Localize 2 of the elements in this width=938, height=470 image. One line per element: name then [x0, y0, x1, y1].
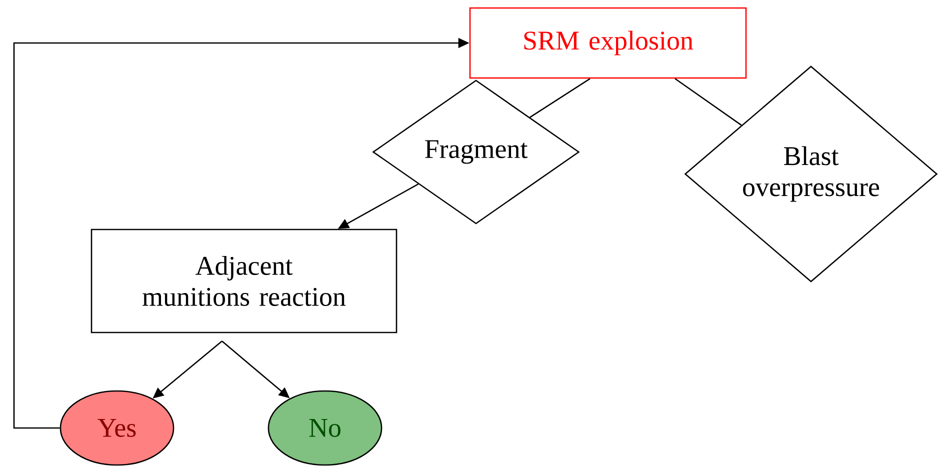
process-box: SRM explosion: [469, 7, 747, 79]
process-box: Adjacent munitions reaction: [90, 228, 398, 334]
